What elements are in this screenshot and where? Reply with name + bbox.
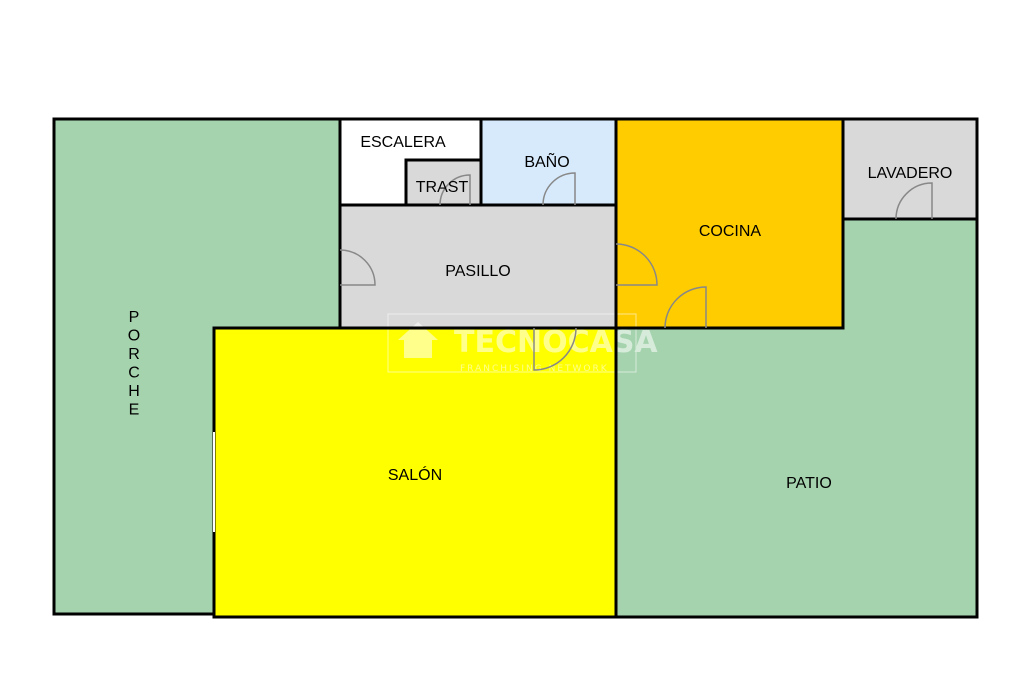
door-pasillo-porche	[339, 249, 376, 286]
door-cocina-pasillo	[615, 243, 658, 286]
room-trast	[406, 160, 481, 205]
walls	[52, 117, 979, 619]
room-bano	[481, 119, 616, 205]
label-patio: PATIO	[786, 475, 832, 492]
house-logo-icon	[398, 322, 438, 358]
room-salon	[214, 328, 616, 617]
door-cocina-patio	[664, 286, 707, 329]
door-salon	[533, 327, 577, 371]
label-cocina: COCINA	[699, 223, 762, 240]
door-swings	[339, 172, 933, 371]
label-trast: TRAST	[416, 179, 469, 196]
room-pasillo	[340, 205, 616, 328]
label-escalera: ESCALERA	[360, 134, 446, 151]
room-patio	[616, 219, 977, 617]
watermark-frame	[387, 313, 637, 373]
room-lavadero	[843, 119, 977, 219]
door-bano	[542, 172, 576, 206]
watermark-brand: TECNOCASA	[454, 325, 658, 360]
door-trast	[439, 174, 471, 206]
label-bano: BAÑO	[524, 151, 569, 171]
label-pasillo: PASILLO	[445, 263, 511, 280]
door-lavadero	[895, 182, 933, 220]
label-salon: SALÓN	[388, 465, 442, 484]
room-cocina	[616, 119, 843, 328]
label-lavadero: LAVADERO	[868, 165, 953, 182]
